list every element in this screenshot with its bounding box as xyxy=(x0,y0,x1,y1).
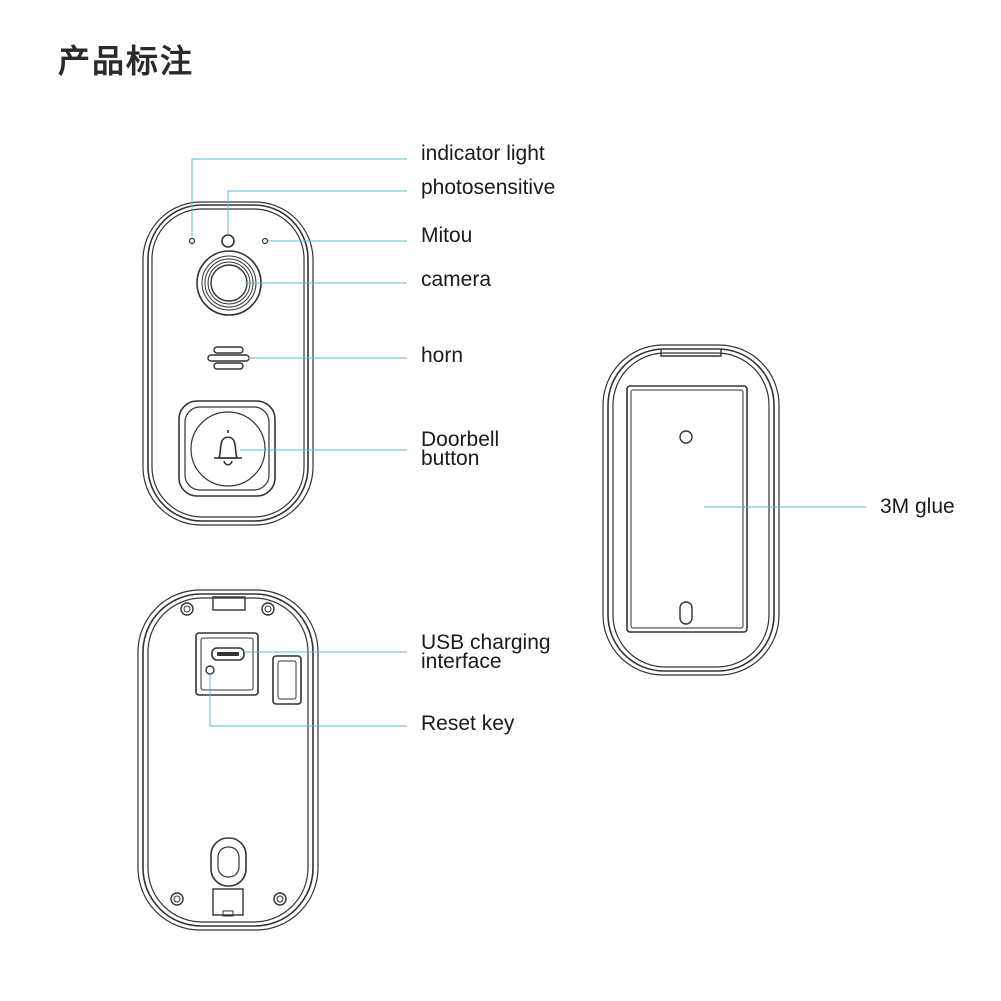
bell-icon xyxy=(214,430,242,466)
label-3m-glue: 3M glue xyxy=(880,495,955,518)
photosensitive-sensor xyxy=(221,234,235,248)
label-usb-line1: USB charging xyxy=(421,631,551,654)
label-horn: horn xyxy=(421,344,464,367)
label-camera: camera xyxy=(421,268,492,291)
reset-key-hole xyxy=(205,665,215,675)
horn-slots xyxy=(207,346,250,370)
label-mitou: Mitou xyxy=(421,224,473,247)
leader-photosensitive xyxy=(227,190,407,235)
label-photosensitive: photosensitive xyxy=(421,176,556,199)
label-doorbell-button-line1: Doorbell xyxy=(421,428,500,451)
label-reset-key: Reset key xyxy=(421,712,515,735)
label-indicator-light: indicator light xyxy=(421,142,545,165)
usb-port xyxy=(211,647,245,661)
page-title: 产品标注 xyxy=(58,42,195,80)
label-usb-line2: interface xyxy=(421,650,502,673)
doorbell-back xyxy=(137,589,319,931)
back-plate xyxy=(602,344,780,676)
leader-indicator-light xyxy=(191,158,407,238)
mitou-dot xyxy=(261,237,269,245)
label-doorbell-button-line2: button xyxy=(421,447,480,470)
leader-lines xyxy=(191,158,866,727)
doorbell-button xyxy=(178,400,276,497)
indicator-light-dot xyxy=(188,237,196,245)
leader-reset-key xyxy=(209,674,407,727)
